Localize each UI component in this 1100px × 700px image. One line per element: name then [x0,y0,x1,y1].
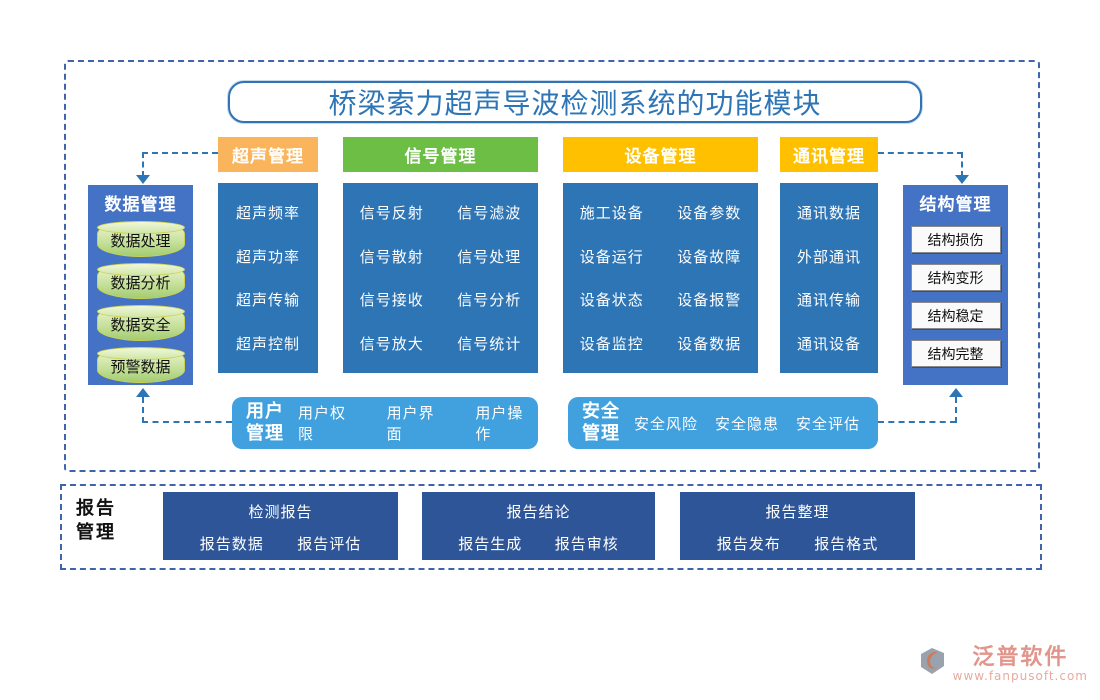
module-item: 信号散射 [359,247,424,266]
box-security-management-title: 安全 管理 [582,401,620,446]
connector-line [955,397,957,423]
module-item: 外部通讯 [796,247,861,266]
module-item: 通讯传输 [796,291,861,310]
module-item: 报告数据 [199,535,264,553]
connector-line [878,152,963,154]
report-group-inspection: 检测报告 报告数据 报告评估 [163,492,398,560]
module-item: 超声传输 [235,291,300,310]
module-item: 安全隐患 [715,414,780,433]
panel-data-management-title: 数据管理 [104,195,177,215]
title-line: 安全 [582,400,620,422]
module-item: 用户界面 [386,404,435,443]
diagram-title: 桥梁索力超声导波检测系统的功能模块 [328,87,822,120]
brand-url: www.fanpusoft.com [952,669,1088,684]
module-item: 报告生成 [458,535,523,553]
connector-line [878,421,956,423]
diagram-title-box: 桥梁索力超声导波检测系统的功能模块 [228,81,922,123]
report-group-title: 报告整理 [765,503,830,521]
column-ultrasonic: 超声频率 超声功率 超声传输 超声控制 [218,183,318,373]
module-item: 信号处理 [457,247,522,266]
module-item: 超声频率 [235,204,300,223]
header-signal-management: 信号管理 [343,137,538,172]
structure-item: 结构损伤 [910,226,1001,253]
title-line: 用户 [246,400,284,422]
connector-line [961,152,963,177]
module-item: 信号反射 [359,204,424,223]
module-item: 用户权限 [298,404,347,443]
title-line: 管理 [582,423,620,444]
module-item: 施工设备 [579,204,644,223]
panel-structure-management: 结构管理 结构损伤 结构变形 结构稳定 结构完整 [903,185,1008,385]
database-cylinder-icon: 预警数据 [96,347,185,383]
module-item: 通讯设备 [796,334,861,353]
structure-item: 结构完整 [910,340,1001,367]
database-cylinder-icon: 数据安全 [96,305,185,341]
report-group-title: 检测报告 [248,503,313,521]
label-line: 管理 [76,522,116,544]
module-item: 信号滤波 [457,204,522,223]
module-item: 设备数据 [677,334,742,353]
module-item: 报告评估 [297,535,362,553]
connector-line [142,152,144,177]
data-item: 预警数据 [110,358,171,376]
connector-line [142,421,232,423]
module-item: 信号统计 [457,334,522,353]
data-item: 数据分析 [110,274,171,292]
module-item: 安全评估 [796,414,861,433]
connector-line [142,152,218,154]
module-item: 超声功率 [235,247,300,266]
module-item: 设备状态 [579,291,644,310]
report-group-organize: 报告整理 报告发布 报告格式 [680,492,915,560]
brand-watermark: 泛普软件 www.fanpusoft.com [918,646,1088,683]
main-dashed-frame [64,60,1040,472]
panel-data-management: 数据管理 数据处理 数据分析 数据安全 预警数据 [88,185,193,385]
structure-item: 结构稳定 [910,302,1001,329]
report-section-label: 报告 管理 [76,497,116,546]
module-item: 设备参数 [677,204,742,223]
module-item: 通讯数据 [796,204,861,223]
module-item: 设备报警 [677,291,742,310]
brand-name: 泛普软件 [972,645,1069,670]
box-user-management-title: 用户 管理 [246,401,284,446]
report-group-conclusion: 报告结论 报告生成 报告审核 [422,492,655,560]
column-device: 施工设备 设备参数 设备运行 设备故障 设备状态 设备报警 设备监控 设备数据 [563,183,758,373]
label-line: 报告 [76,498,116,519]
header-communication-management: 通讯管理 [780,137,878,172]
structure-item: 结构变形 [910,264,1001,291]
database-cylinder-icon: 数据分析 [96,263,185,299]
module-item: 安全风险 [634,414,699,433]
column-communication: 通讯数据 外部通讯 通讯传输 通讯设备 [780,183,878,373]
module-item: 设备监控 [579,334,644,353]
header-ultrasonic-management: 超声管理 [218,137,318,172]
report-group-title: 报告结论 [506,503,571,521]
database-cylinder-icon: 数据处理 [96,221,185,257]
arrow-up-icon [136,388,150,397]
column-signal: 信号反射 信号滤波 信号散射 信号处理 信号接收 信号分析 信号放大 信号统计 [343,183,538,373]
arrow-down-icon [955,175,969,184]
panel-structure-management-title: 结构管理 [919,195,992,215]
module-item: 报告发布 [716,535,781,553]
data-item: 数据安全 [110,316,171,334]
module-item: 信号接收 [359,291,424,310]
module-item: 设备运行 [579,247,644,266]
module-item: 用户操作 [475,404,524,443]
brand-logo-icon [918,646,948,680]
arrow-down-icon [136,175,150,184]
data-item: 数据处理 [110,232,171,250]
module-item: 超声控制 [235,334,300,353]
connector-line [142,397,144,423]
box-user-management: 用户 管理 用户权限 用户界面 用户操作 [232,397,538,449]
header-device-management: 设备管理 [563,137,758,172]
title-line: 管理 [246,423,284,444]
arrow-up-icon [949,388,963,397]
module-item: 设备故障 [677,247,742,266]
report-dashed-frame [60,484,1042,570]
module-item: 信号放大 [359,334,424,353]
module-item: 报告格式 [814,535,879,553]
box-security-management: 安全 管理 安全风险 安全隐患 安全评估 [568,397,878,449]
module-item: 信号分析 [457,291,522,310]
module-item: 报告审核 [554,535,619,553]
